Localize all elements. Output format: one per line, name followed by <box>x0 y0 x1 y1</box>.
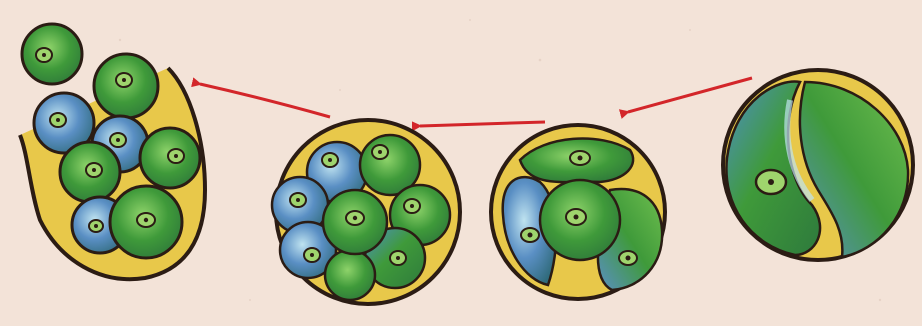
progression-arrows <box>200 78 752 126</box>
stage-1-single-cell <box>723 70 913 260</box>
arrow-stage3-to-stage4 <box>200 84 330 117</box>
arrow-stage2-to-stage3 <box>420 122 545 126</box>
arrow-stage1-to-stage2 <box>628 78 752 112</box>
stage-3-many-cells <box>272 120 460 304</box>
stage-4-released-cells <box>20 24 205 279</box>
stage-2-four-cells <box>491 125 665 299</box>
